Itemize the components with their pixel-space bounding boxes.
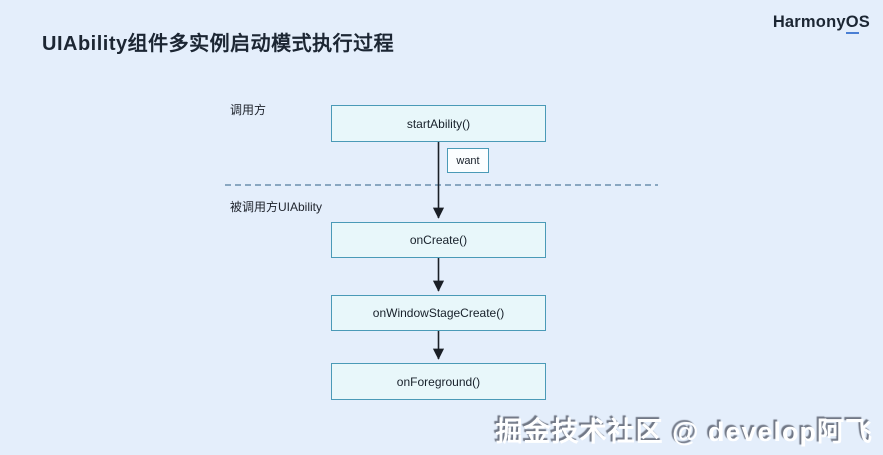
lane-label-caller: 调用方 bbox=[230, 103, 267, 117]
node-want-label: want bbox=[456, 154, 480, 167]
brand-text-harmony: Harmony bbox=[772, 13, 846, 31]
node-oncreate-label: onCreate() bbox=[409, 233, 468, 247]
page-title: UIAbility组件多实例启动模式执行过程 bbox=[42, 33, 395, 55]
brand-text-s: S bbox=[858, 13, 870, 31]
node-startability: startAbility() bbox=[331, 105, 546, 142]
node-oncreate: onCreate() bbox=[331, 222, 546, 258]
node-startability-label: startAbility() bbox=[406, 116, 471, 131]
node-onwindowstagecreate-label: onWindowStageCreate() bbox=[372, 306, 505, 320]
node-onforeground-label: onForeground() bbox=[396, 374, 481, 389]
node-onforeground: onForeground() bbox=[331, 363, 546, 400]
node-want: want bbox=[447, 148, 489, 173]
harmonyos-logo: HarmonyOS bbox=[772, 13, 870, 34]
watermark-text: 掘金技术社区 @ develop阿飞 bbox=[495, 417, 873, 447]
brand-text-o-underlined: O bbox=[845, 13, 859, 34]
node-onwindowstagecreate: onWindowStageCreate() bbox=[331, 295, 546, 331]
lane-label-callee-uiability: 被调用方UIAbility bbox=[230, 200, 323, 214]
